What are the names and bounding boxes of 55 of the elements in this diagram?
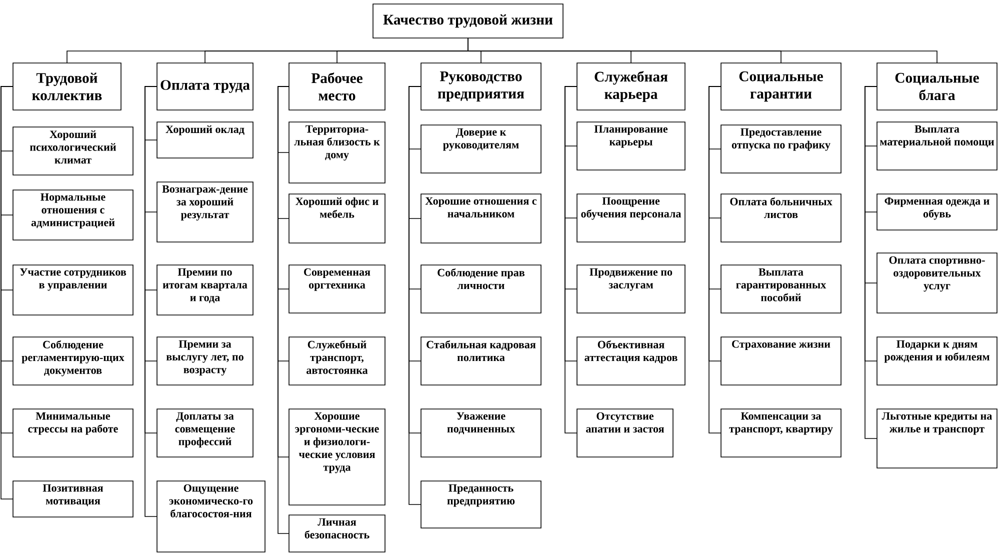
connector-line [278,86,290,534]
factor-box: Доверие к руководителям [420,124,542,174]
factor-box: Соблюдение регламентирую-щих документов [12,336,134,386]
factor-box: Позитивная мотивация [12,480,134,518]
factor-box: Премии за выслугу лет, по возрасту [156,336,254,386]
connector-line [708,86,722,434]
factor-box: Минимальные стрессы на работе [12,408,134,458]
factor-box: Ощущение экономическо-го благосостоя-ния [156,480,266,552]
factor-box: Территориа-льная близость к дому [288,122,386,184]
factor-box: Оплата спортивно-оздоровительных услуг [876,252,998,314]
factor-box: Нормальные отношения с администрацией [12,190,134,240]
title-box: Качество трудовой жизни [372,4,564,38]
factor-box: Хороший психологический климат [12,126,134,176]
connector-line [864,86,878,439]
factor-box: Планирование карьеры [576,122,686,170]
factor-box: Доплаты за совмещение профессий [156,408,254,458]
factor-box: Служебный транспорт, автостоянка [288,336,386,386]
category-box: Трудовой коллектив [12,62,122,110]
factor-box: Хороший оклад [156,122,254,158]
factor-box: Соблюдение прав личности [420,264,542,314]
connector-line [0,86,14,500]
factor-box: Страхование жизни [720,336,842,386]
connector-line [408,86,422,505]
factor-box: Преданность предприятию [420,480,542,528]
category-box: Рабочее место [288,62,386,110]
factor-box: Современная оргтехника [288,264,386,314]
factor-box: Участие сотрудников в управлении [12,264,134,316]
connector-line [144,86,158,517]
factor-box: Вознаграж-дение за хороший результат [156,182,254,242]
factor-box: Объективная аттестация кадров [576,336,686,386]
factor-box: Продвижение по заслугам [576,264,686,314]
category-box: Служебная карьера [576,62,686,110]
factor-box: Выплата гарантированных пособий [720,264,842,314]
factor-box: Фирменная одежда и обувь [876,194,998,230]
factor-box: Уважение подчиненных [420,408,542,458]
factor-box: Выплата материальной помощи [876,122,998,170]
factor-box: Отсутствие апатии и застоя [576,408,674,458]
factor-box: Хорошие отношения с начальником [420,194,542,244]
category-box: Оплата труда [156,62,254,110]
category-box: Руководство предприятия [420,62,542,110]
category-box: Социальные блага [876,62,998,110]
factor-box: Премии по итогам квартала и года [156,264,254,316]
factor-box: Поощрение обучения персонала [576,194,686,242]
factor-box: Хороший офис и мебель [288,194,386,244]
category-box: Социальные гарантии [720,62,842,110]
factor-box: Льготные кредиты на жилье и транспорт [876,408,998,468]
factor-box: Хорошие эргономи-ческие и физиологи-ческие условия труда [288,408,386,506]
connector-line [564,86,578,434]
factor-box: Личная безопасность [288,514,386,552]
factor-box: Подарки к дням рождения и юбилеям [876,336,998,386]
factor-box: Компенсации за транспорт, квартиру [720,408,842,458]
factor-box: Стабильная кадровая политика [420,336,542,386]
connector-line [468,38,938,64]
factor-box: Оплата больничных листов [720,194,842,242]
factor-box: Предоставление отпуска по графику [720,124,842,174]
